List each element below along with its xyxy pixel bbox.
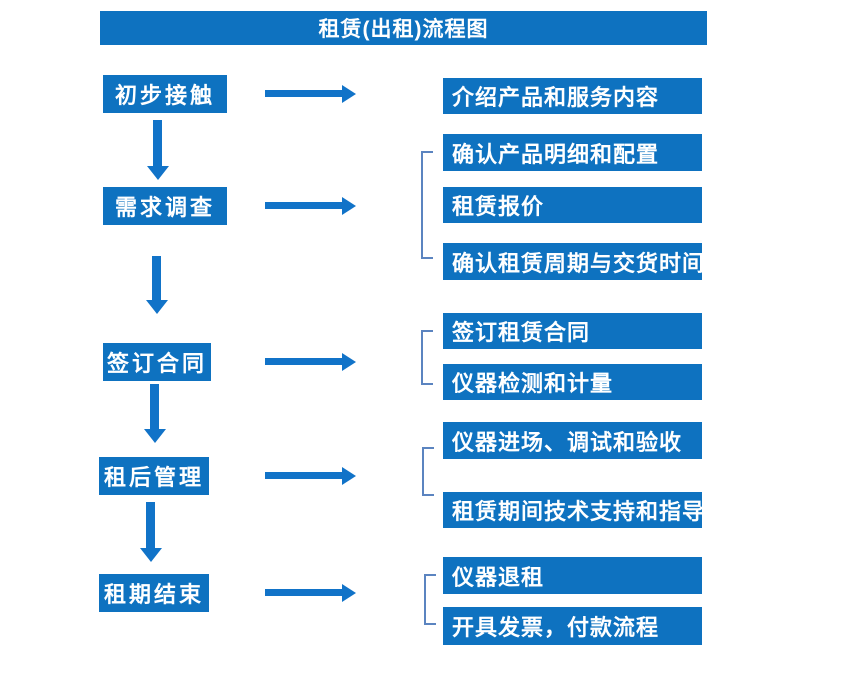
down-arrow-shaft <box>146 502 155 549</box>
right-arrow-head <box>342 197 356 215</box>
detail-box-introduce-products: 介绍产品和服务内容 <box>443 78 702 114</box>
step-box-post-rental-management: 租后管理 <box>99 457 209 495</box>
step-box-rental-end: 租期结束 <box>99 574 209 612</box>
step-box-initial-contact: 初步接触 <box>103 75 227 113</box>
down-arrow-icon <box>146 256 168 314</box>
right-arrow-shaft <box>265 358 342 365</box>
right-arrow-shaft <box>265 472 342 479</box>
detail-box-rental-quotation: 租赁报价 <box>443 187 702 223</box>
right-arrow-shaft <box>265 90 342 97</box>
right-arrow-shaft <box>265 589 342 596</box>
right-arrow-head <box>342 467 356 485</box>
step-box-demand-survey: 需求调查 <box>103 187 227 225</box>
right-arrow-icon <box>265 197 356 215</box>
right-arrow-shaft <box>265 202 342 209</box>
detail-box-instrument-testing: 仪器检测和计量 <box>443 364 702 400</box>
down-arrow-head <box>147 166 169 180</box>
right-arrow-icon <box>265 584 356 602</box>
bracket-icon-group-5 <box>424 574 436 625</box>
right-arrow-head <box>342 353 356 371</box>
down-arrow-shaft <box>152 256 161 301</box>
down-arrow-icon <box>140 502 162 562</box>
bracket-icon-group-2 <box>421 151 433 259</box>
detail-box-tech-support: 租赁期间技术支持和指导 <box>443 492 702 528</box>
right-arrow-head <box>342 584 356 602</box>
bracket-icon-group-4 <box>422 447 434 496</box>
detail-box-confirm-period-delivery: 确认租赁周期与交货时间 <box>443 243 702 280</box>
flowchart-title: 租赁(出租)流程图 <box>100 11 707 45</box>
down-arrow-icon <box>144 384 166 443</box>
detail-box-instrument-setup-acceptance: 仪器进场、调试和验收 <box>443 422 702 459</box>
down-arrow-head <box>144 429 166 443</box>
step-box-sign-contract: 签订合同 <box>103 343 211 381</box>
detail-box-invoice-payment: 开具发票，付款流程 <box>443 607 702 645</box>
down-arrow-shaft <box>153 120 162 167</box>
down-arrow-head <box>146 300 168 314</box>
right-arrow-icon <box>265 353 356 371</box>
right-arrow-icon <box>265 467 356 485</box>
detail-box-instrument-return: 仪器退租 <box>443 557 702 594</box>
down-arrow-icon <box>147 120 169 180</box>
bracket-icon-group-3 <box>421 330 433 385</box>
right-arrow-head <box>342 85 356 103</box>
down-arrow-shaft <box>150 384 159 430</box>
down-arrow-head <box>140 548 162 562</box>
right-arrow-icon <box>265 85 356 103</box>
detail-box-confirm-product-config: 确认产品明细和配置 <box>443 134 702 171</box>
detail-box-sign-rental-contract: 签订租赁合同 <box>443 313 702 349</box>
